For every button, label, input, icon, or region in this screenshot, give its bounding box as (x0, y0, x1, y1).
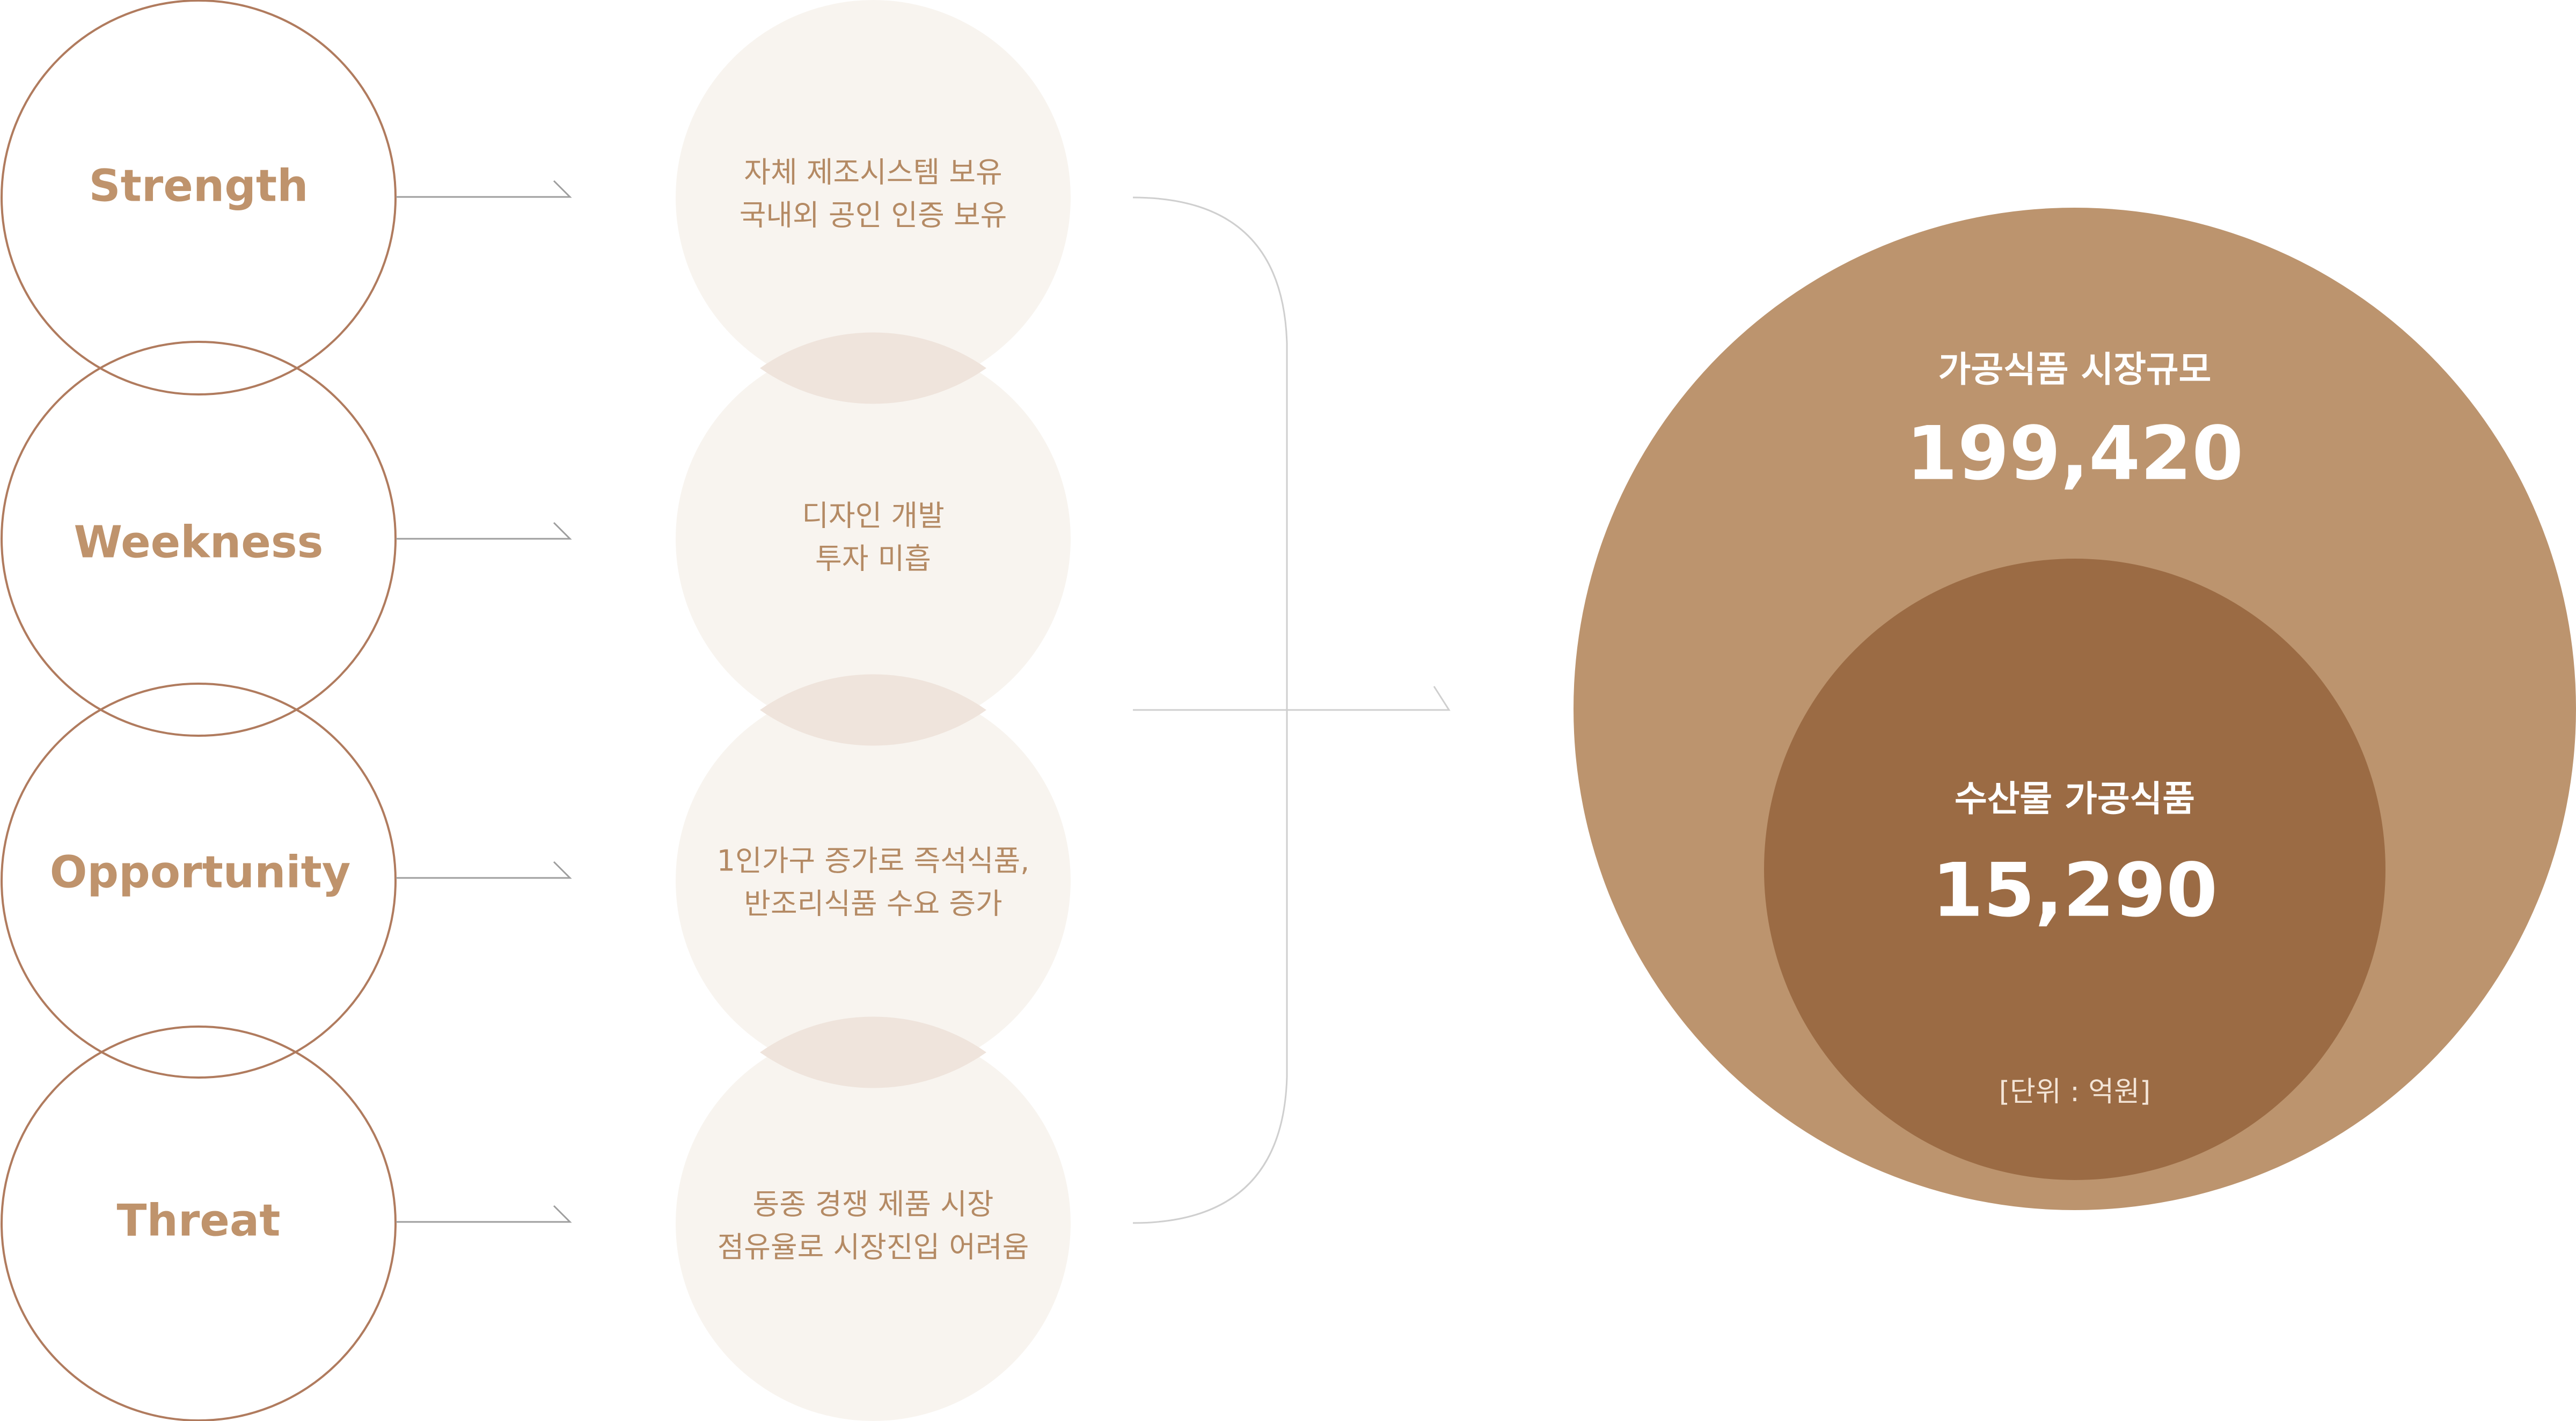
description-circles (676, 0, 1071, 1421)
opportunity-arrow (396, 861, 572, 879)
strength-arrow (396, 180, 572, 198)
description-overlap-2 (760, 674, 986, 746)
processed-food-market-title: 가공식품 시장규모 (1938, 349, 2212, 390)
strength-description-line-2: 국내외 공인 인증 보유 (740, 199, 1007, 232)
opportunity-description: 1인가구 증가로 즉석식품, 반조리식품 수요 증가 (717, 844, 1030, 921)
weakness-description-circle (676, 341, 1071, 736)
opportunity-circle (1, 683, 397, 1079)
strength-description: 자체 제조시스템 보유 국내외 공인 인증 보유 (740, 156, 1007, 232)
processed-food-market-value: 199,420 (1906, 411, 2244, 497)
seafood-processed-market-circle (1764, 559, 2385, 1180)
strength-circle (1, 0, 397, 395)
strength-label: Strength (89, 160, 309, 211)
description-overlap-1 (760, 332, 986, 404)
market-circles (1574, 208, 2576, 1210)
opportunity-label: Opportunity (50, 847, 351, 898)
threat-arrow (396, 1205, 572, 1223)
seafood-processed-market-value: 15,290 (1932, 847, 2218, 934)
seafood-processed-market-title: 수산물 가공식품 (1955, 778, 2195, 819)
description-overlap-3 (760, 1016, 986, 1088)
unit-label: [단위 : 억원] (1999, 1076, 2151, 1108)
threat-description-line-1: 동종 경쟁 제품 시장 (753, 1188, 994, 1221)
opportunity-description-circle (676, 683, 1071, 1078)
bracket-connector (1132, 196, 1451, 1224)
weakness-arrow (396, 522, 572, 540)
threat-label: Threat (117, 1195, 281, 1246)
strength-description-circle (676, 0, 1071, 395)
strength-description-line-1: 자체 제조시스템 보유 (744, 156, 1002, 189)
weakness-description-line-2: 투자 미흡 (815, 542, 931, 576)
weakness-circle (1, 341, 397, 737)
threat-description-line-2: 점유율로 시장진입 어려움 (718, 1230, 1029, 1264)
bracket-arrow (1133, 686, 1451, 711)
weakness-label: Weekness (74, 517, 324, 568)
weakness-description-line-1: 디자인 개발 (802, 499, 945, 533)
threat-description-circle (676, 1026, 1071, 1421)
weakness-description: 디자인 개발 투자 미흡 (802, 499, 945, 576)
opportunity-description-line-1: 1인가구 증가로 즉석식품, (717, 844, 1030, 878)
swot-arrows (396, 180, 572, 1223)
opportunity-description-line-2: 반조리식품 수요 증가 (744, 887, 1002, 921)
swot-circles (1, 0, 397, 1421)
threat-description: 동종 경쟁 제품 시장 점유율로 시장진입 어려움 (718, 1188, 1029, 1264)
threat-circle (1, 1026, 397, 1421)
